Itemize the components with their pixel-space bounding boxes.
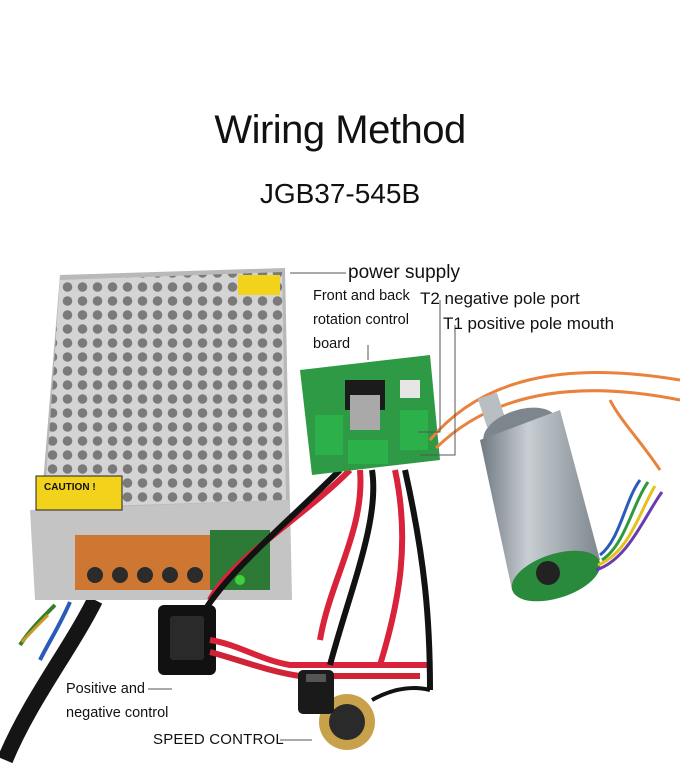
t2-label: T2 negative pole port (420, 289, 580, 308)
wiring-photo: CAUTION ! (0, 268, 680, 764)
switch-label-line1: Positive and (66, 681, 145, 697)
power-supply-unit: CAUTION ! (30, 268, 292, 600)
control-board-label-line2: rotation control (313, 312, 409, 328)
dc-motor (477, 392, 664, 602)
switch-label-line2: negative control (66, 705, 169, 721)
power-supply-label: power supply (348, 262, 460, 283)
speed-potentiometer (298, 670, 431, 750)
control-board (300, 355, 440, 475)
control-board-label-line1: Front and back (313, 288, 410, 304)
caution-label: CAUTION ! (44, 482, 96, 493)
power-cable (0, 596, 103, 764)
t1-label: T1 positive pole mouth (443, 314, 615, 333)
page-title: Wiring Method (214, 108, 466, 152)
model-name: JGB37-545B (259, 178, 421, 209)
speed-control-label: SPEED CONTROL (153, 731, 284, 748)
control-board-label-line3: board (313, 336, 351, 352)
